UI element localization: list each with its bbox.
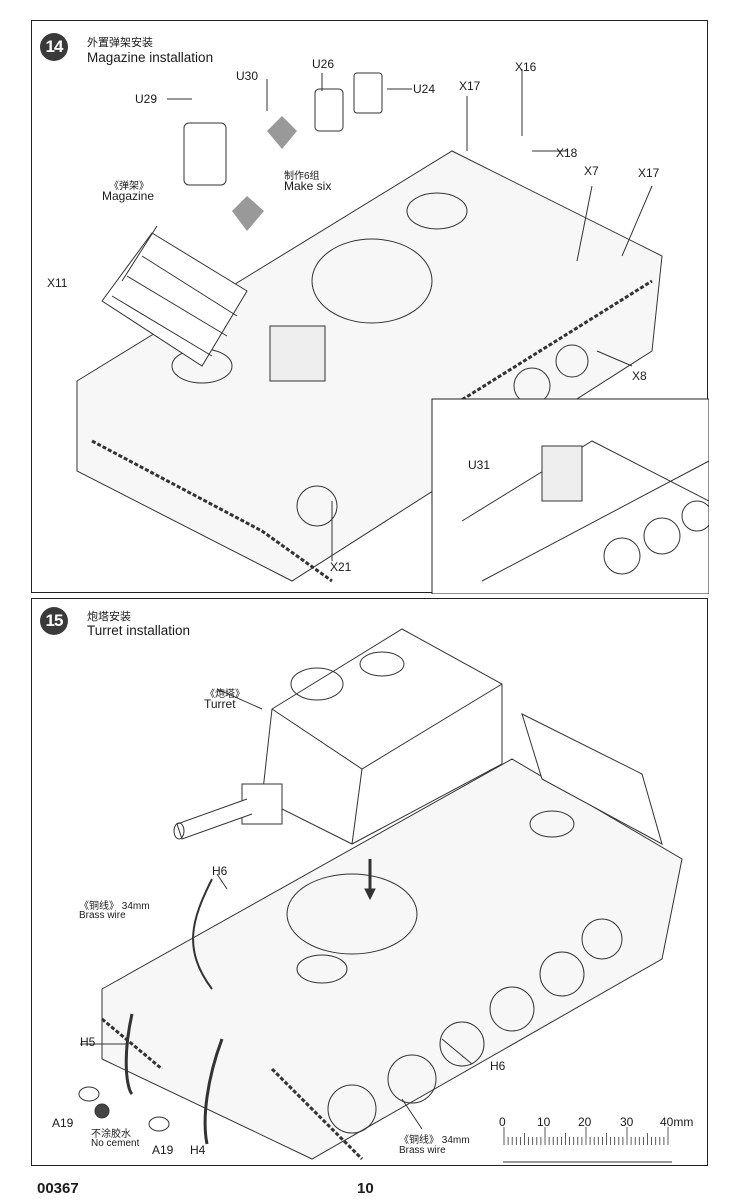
part-label-h4: H4 [190, 1143, 206, 1157]
brass-wire-en-2: Brass wire [399, 1145, 446, 1156]
no-cement-cn: 不涂胶水 [91, 1129, 131, 1140]
magazine-installation-drawing [76, 69, 709, 594]
scale-tick-30: 30 [620, 1115, 634, 1129]
step-title-en: Magazine installation [87, 50, 214, 65]
step-14-panel: 14 外置弹架安装 Magazine installation U30 U29 … [31, 20, 709, 594]
brass-wire-cn-2: 《铜线》 [399, 1135, 439, 1146]
part-label-a19: A19 [52, 1116, 74, 1130]
part-label-x16: X16 [515, 60, 537, 74]
step-15-panel: 15 炮塔安装 Turret installation 《炮塔》 Turret … [31, 598, 708, 1166]
step-title-en: Turret installation [87, 623, 191, 638]
part-label-u31: U31 [468, 458, 491, 472]
page-number: 10 [357, 1180, 374, 1197]
step-title-cn: 外置弹架安装 [87, 37, 153, 49]
magazine-label-cn: 《弹架》 [109, 181, 149, 192]
part-label-x18: X18 [556, 146, 578, 160]
part-label-h6-second: H6 [490, 1059, 506, 1073]
magazine-label-en: Magazine [102, 189, 155, 203]
turret-installation-drawing [78, 628, 683, 1163]
brass-wire-length: 34mm [121, 901, 150, 912]
brass-wire-en: Brass wire [79, 910, 126, 921]
part-label-x8: X8 [632, 369, 647, 383]
part-label-a19-second: A19 [152, 1143, 174, 1157]
scale-ruler-ticks [503, 1127, 669, 1145]
make-six-cn: 制作6组 [284, 171, 320, 182]
part-label-u29: U29 [135, 92, 158, 106]
scale-tick-40: 40 [660, 1115, 674, 1129]
part-label-h5: H5 [80, 1035, 96, 1049]
part-label-x17-right: X17 [638, 166, 660, 180]
part-label-x17: X17 [459, 79, 481, 93]
turret-label-en: Turret [204, 697, 236, 711]
part-label-u24: U24 [413, 82, 436, 96]
kit-number: 00367 [37, 1180, 79, 1197]
make-six-en: Make six [284, 179, 332, 193]
part-label-u30: U30 [236, 69, 259, 83]
step-title-cn: 炮塔安装 [87, 611, 131, 623]
part-label-h6: H6 [212, 864, 228, 878]
scale-tick-0: 0 [499, 1115, 506, 1129]
step-number-badge: 14 [40, 33, 68, 61]
part-label-x7: X7 [584, 164, 599, 178]
step-number-badge: 15 [40, 607, 68, 635]
brass-wire-cn: 《铜线》 [79, 901, 119, 912]
turret-label-cn: 《炮塔》 [205, 689, 245, 700]
scale-tick-10: 10 [537, 1115, 551, 1129]
part-label-x21: X21 [330, 560, 352, 574]
part-label-u26: U26 [312, 57, 335, 71]
part-label-x11: X11 [47, 276, 68, 290]
no-cement-en: No cement [91, 1138, 140, 1149]
scale-unit: mm [673, 1115, 694, 1129]
scale-tick-20: 20 [578, 1115, 592, 1129]
brass-wire-length-2: 34mm [441, 1135, 470, 1146]
